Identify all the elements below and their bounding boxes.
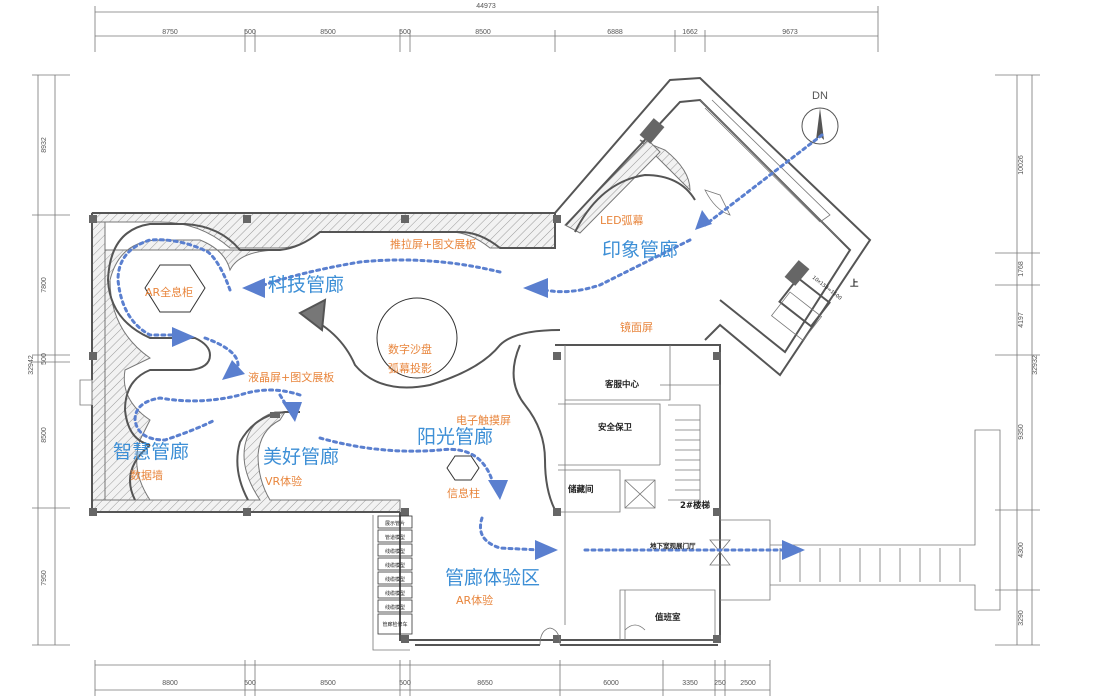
right-dimension: 10026 (1018, 155, 1025, 175)
route-arrow-icon (535, 540, 558, 560)
right-dimension: 1768 (1018, 261, 1025, 277)
bottom-dimension: 8500 (320, 680, 336, 687)
compass-label: DN (812, 90, 828, 102)
cabinet-label: 线缆模型 (385, 562, 405, 569)
duty-room-label: 值班室 (655, 612, 681, 623)
security-room-label: 安全保卫 (598, 422, 633, 433)
right-dimension: 4300 (1018, 542, 1025, 558)
bottom-dimension: 3350 (682, 680, 698, 687)
projection-label: 弧幕投影 (388, 361, 432, 375)
cabinet-label: 线缆模型 (385, 604, 405, 611)
route-arrow-icon (172, 327, 195, 347)
bottom-dimension: 250 (714, 680, 726, 687)
visitor-route (116, 133, 824, 552)
left-dimension: 8500 (41, 427, 48, 443)
bottom-dimension: 8650 (477, 680, 493, 687)
basement-door-label: 地下室观展门厅 (650, 541, 696, 550)
building-walls (91, 76, 1001, 651)
route-arrow-icon (695, 210, 712, 230)
top-dimension: 6888 (607, 29, 623, 36)
storage-room-label: 储藏间 (567, 484, 594, 495)
route-arrowheads (172, 210, 805, 560)
compass-icon (801, 107, 839, 145)
right-dimension-lines (995, 74, 1040, 646)
sunshine-title: 阳光管廊 (417, 426, 493, 448)
top-dimension: 500 (399, 29, 411, 36)
top-dimension: 500 (244, 29, 256, 36)
bottom-dimension: 6000 (603, 680, 619, 687)
experience-title: 管廊体验区 (445, 567, 540, 589)
ar-hologram-cabinet (144, 264, 206, 313)
left-dimension: 7950 (41, 570, 48, 586)
route-arrow-icon (523, 278, 548, 298)
impression-title: 印象管廊 (602, 239, 678, 261)
stair-treads (675, 419, 961, 582)
route-arrow-icon (488, 480, 508, 500)
top-dimension-lines (94, 6, 879, 52)
route-arrow-icon (222, 360, 245, 380)
sunshine-sub-label: 电子触摸屏 (456, 413, 511, 427)
lcd-label: 液晶屏+图文展板 (248, 370, 334, 384)
route-arrow-icon (282, 402, 302, 422)
tech-title: 科技管廊 (268, 274, 344, 296)
stair2-label: 2#楼梯 (680, 500, 711, 511)
info-pillar-label: 信息柱 (447, 486, 480, 500)
impression-sub-label: LED弧幕 (600, 213, 644, 227)
experience-sub-label: AR体验 (456, 593, 493, 607)
route-arrow-icon (782, 540, 805, 560)
structural-columns (89, 118, 810, 643)
left-dimension: 500 (41, 353, 48, 365)
service-room-label: 客服中心 (604, 379, 640, 390)
cabinet-label: 管廊检修车 (382, 621, 407, 628)
top-dimension: 8750 (162, 29, 178, 36)
wisdom-sub-label: 数据墙 (130, 468, 163, 482)
left-dimension: 8932 (41, 137, 48, 153)
right-dimension: 9350 (1018, 424, 1025, 440)
sandbox-label: 数字沙盘 (388, 342, 432, 356)
mirror-screen-label: 镜面屏 (620, 320, 653, 334)
cabinet-label: 线缆模型 (385, 576, 405, 583)
beauty-sub-label: VR体验 (265, 474, 302, 488)
bottom-dimension: 500 (244, 680, 256, 687)
cabinet-label: 展示管片 (385, 520, 405, 527)
right-dimension: 3290 (1018, 610, 1025, 626)
bottom-dimension-lines (94, 660, 771, 696)
doors (79, 189, 731, 646)
left-dimension: 7800 (41, 277, 48, 293)
top-dimension: 9673 (782, 29, 798, 36)
bottom-dimension: 8800 (162, 680, 178, 687)
digital-sandbox-circle (376, 297, 458, 379)
up-label: 上 (850, 278, 859, 289)
left-dimension-lines (32, 74, 70, 646)
route-arrow-icon (242, 278, 265, 298)
bottom-dimension: 2500 (740, 680, 756, 687)
exhibit-cabinets (377, 515, 413, 635)
info-pillar-hexagon (446, 455, 480, 481)
cabinet-label: 线缆模型 (385, 590, 405, 597)
tech-sub-label: 推拉屏+图文展板 (390, 237, 476, 251)
right-total-dimension: 32932 (1032, 355, 1039, 375)
top-total-dimension: 44973 (476, 3, 496, 10)
wisdom-title: 智慧管廊 (113, 441, 189, 463)
left-total-dimension: 32942 (28, 355, 35, 375)
beauty-title: 美好管廊 (263, 446, 339, 468)
right-dimension: 4197 (1018, 312, 1025, 328)
top-dimension: 8500 (320, 29, 336, 36)
top-dimension: 8500 (475, 29, 491, 36)
cabinet-label: 管道模型 (385, 534, 405, 541)
top-dimension: 1662 (682, 29, 698, 36)
cabinet-label: 线缆模型 (385, 548, 405, 555)
ar-hologram-label: AR全息柜 (145, 285, 193, 299)
bottom-dimension: 500 (399, 680, 411, 687)
